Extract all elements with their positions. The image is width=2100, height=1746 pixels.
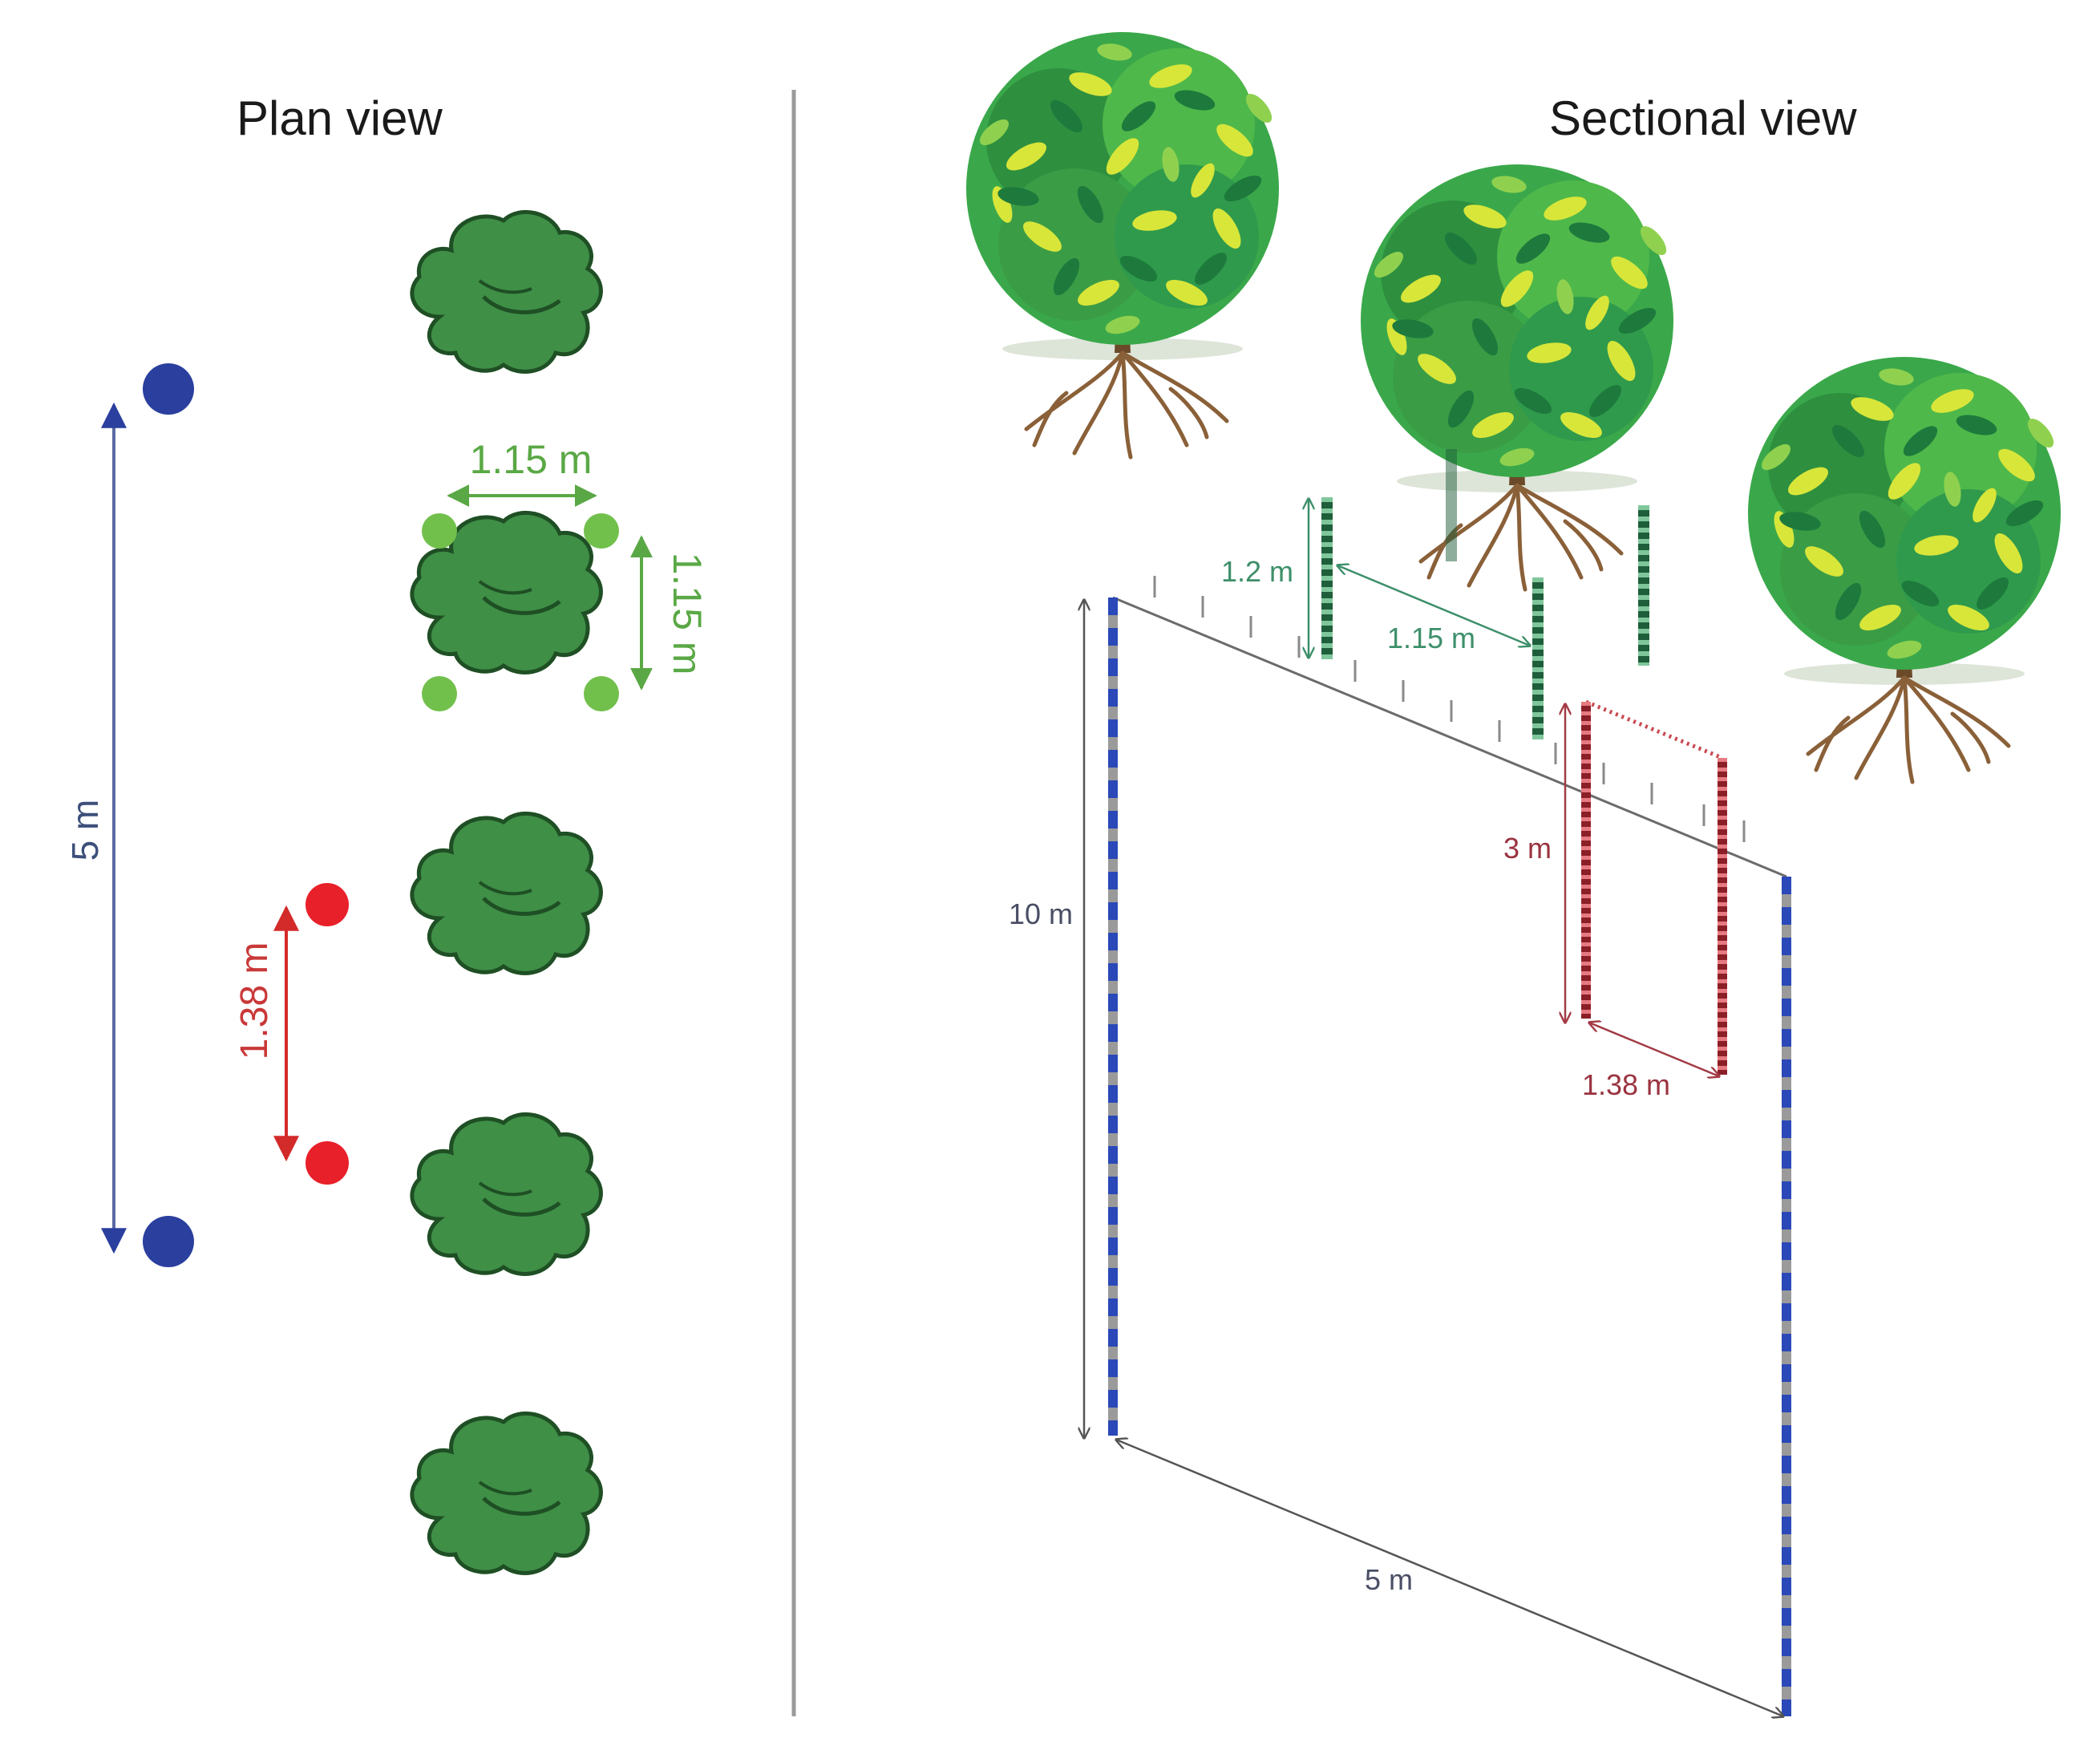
green-vertical-label: 1.15 m — [665, 553, 710, 675]
blue-width-label: 5 m — [1365, 1563, 1413, 1596]
tree-icon — [1748, 357, 2061, 782]
shrub-icon — [412, 813, 601, 973]
green-marker — [584, 513, 619, 549]
tree-icon — [966, 32, 1279, 457]
green-marker — [584, 676, 619, 711]
blue-sampling-group: 5 m — [64, 363, 194, 1267]
red-width-label: 1.38 m — [1582, 1068, 1670, 1101]
green-spacing-arrow — [1337, 565, 1530, 646]
green-horizontal-label: 1.15 m — [470, 437, 593, 482]
shrub-icon — [412, 212, 601, 371]
shrub-icon — [412, 1413, 601, 1573]
green-marker — [422, 513, 457, 549]
green-spacing-label: 1.15 m — [1387, 622, 1475, 654]
red-marker-bottom — [305, 1141, 349, 1185]
sectional-view-title: Sectional view — [1549, 91, 1857, 145]
plan-view-title: Plan view — [237, 91, 443, 145]
blue-marker-bottom — [143, 1216, 194, 1267]
red-depth-label: 3 m — [1503, 832, 1552, 865]
blue-marker-top — [143, 363, 194, 415]
shrub-row — [412, 212, 601, 1573]
shrub-icon — [412, 1114, 601, 1274]
green-rods: 1.2 m 1.15 m — [1221, 449, 1649, 739]
red-section-plane: 3 m 1.38 m — [1503, 699, 1727, 1101]
green-depth-label: 1.2 m — [1221, 555, 1293, 588]
red-width-arrow — [1589, 1023, 1719, 1076]
red-marker-top — [305, 883, 349, 926]
red-distance-label: 1.38 m — [233, 942, 276, 1060]
red-sampling-group: 1.38 m — [233, 883, 349, 1185]
blue-distance-label: 5 m — [64, 800, 106, 861]
tree-icon — [1361, 164, 1673, 589]
blue-section-plane: 10 m 5 m — [1009, 596, 1791, 1716]
blue-depth-label: 10 m — [1009, 897, 1073, 930]
ground-ticks — [1153, 576, 1746, 842]
green-sampling-group: 1.15 m 1.15 m — [422, 437, 710, 711]
green-marker — [422, 676, 457, 711]
blue-width-arrow — [1116, 1440, 1783, 1716]
